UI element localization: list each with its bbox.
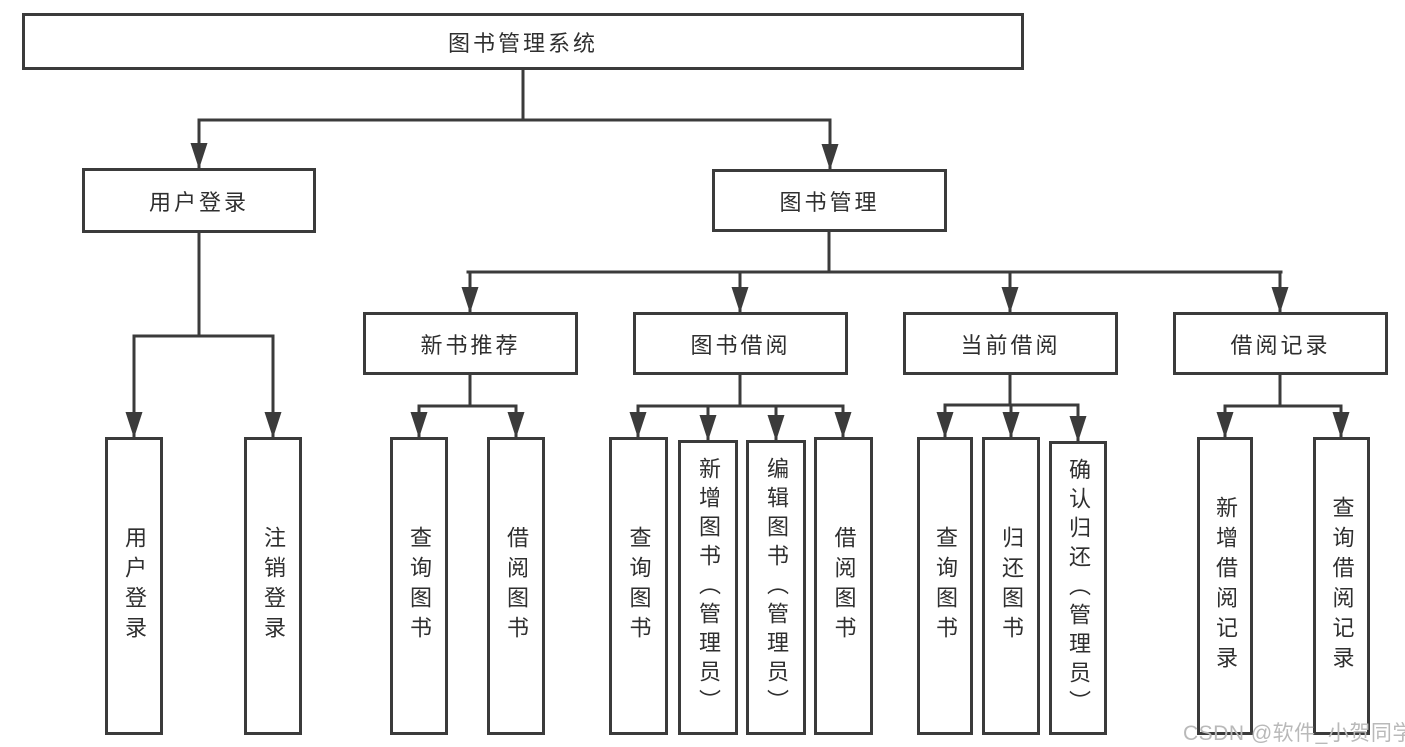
leaf-user-login: 用户登录 <box>105 437 163 735</box>
leaf-add-book-admin: 新增图书（管理员） <box>678 440 738 735</box>
node-book-management: 图书管理 <box>712 169 947 232</box>
leaf-edit-book-admin: 编辑图书（管理员） <box>746 440 806 735</box>
node-new-book-recommend: 新书推荐 <box>363 312 578 375</box>
leaf-query-book-borrow: 查询图书 <box>609 437 668 735</box>
node-user-login: 用户登录 <box>82 168 316 233</box>
leaf-logout: 注销登录 <box>244 437 302 735</box>
leaf-query-book-current: 查询图书 <box>917 437 973 735</box>
leaf-confirm-return-admin: 确认归还（管理员） <box>1049 441 1107 735</box>
node-root: 图书管理系统 <box>22 13 1024 70</box>
node-borrow-records: 借阅记录 <box>1173 312 1388 375</box>
leaf-query-borrow-record: 查询借阅记录 <box>1313 437 1370 735</box>
leaf-return-book: 归还图书 <box>982 437 1040 735</box>
csdn-watermark: CSDN @软件_小贺同学 <box>1183 722 1405 745</box>
leaf-borrow-book: 借阅图书 <box>814 437 873 735</box>
node-current-borrow: 当前借阅 <box>903 312 1118 375</box>
leaf-borrow-book-recommend: 借阅图书 <box>487 437 545 735</box>
leaf-add-borrow-record: 新增借阅记录 <box>1197 437 1253 735</box>
leaf-query-book-recommend: 查询图书 <box>390 437 448 735</box>
node-book-borrow: 图书借阅 <box>633 312 848 375</box>
